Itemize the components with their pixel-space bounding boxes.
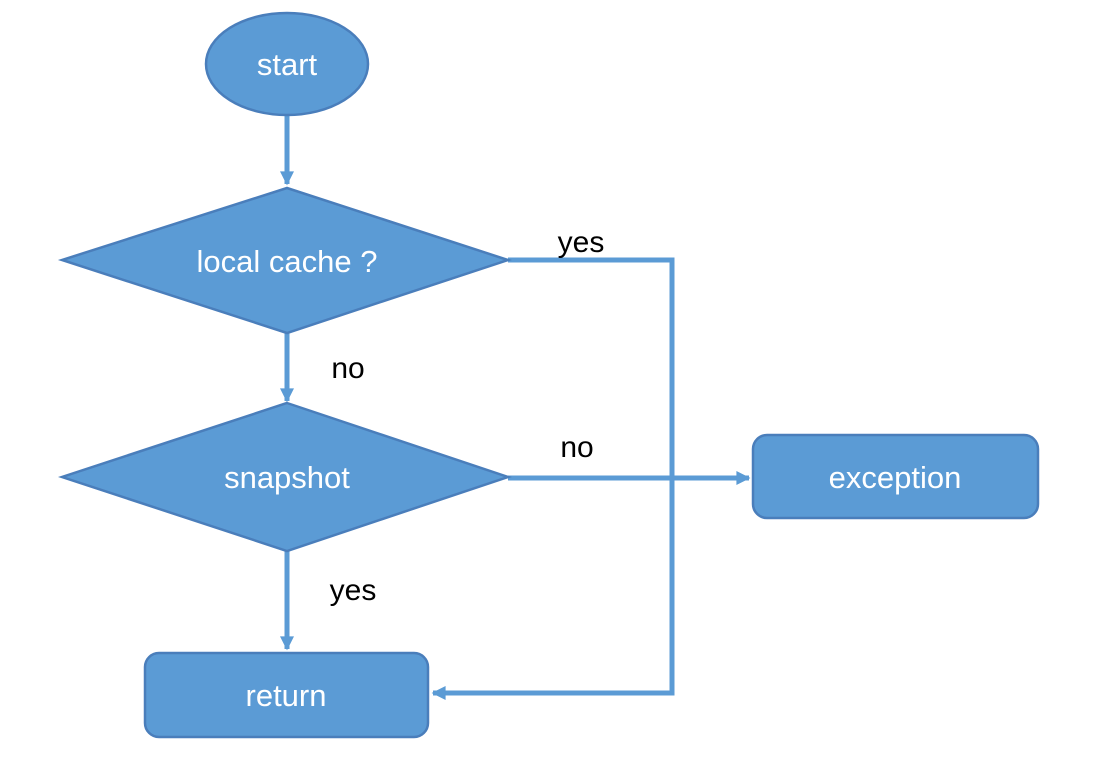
node-local-cache-diamond — [57, 186, 513, 335]
node-start-ellipse — [204, 11, 370, 117]
node-exception-box — [751, 433, 1040, 520]
edge-label-yes-top: yes — [558, 226, 605, 259]
edge-label-no-right: no — [560, 431, 593, 464]
node-local-cache-label: local cache ? — [197, 244, 378, 279]
node-start-label: start — [257, 47, 318, 82]
edge-label-yes-bottom: yes — [330, 574, 377, 607]
node-exception-label: exception — [829, 460, 962, 495]
edge-label-no-middle: no — [331, 352, 364, 385]
node-return-label: return — [246, 678, 327, 713]
node-snapshot-label: snapshot — [224, 460, 350, 495]
node-return-box — [143, 651, 430, 739]
node-snapshot-diamond — [57, 401, 512, 553]
